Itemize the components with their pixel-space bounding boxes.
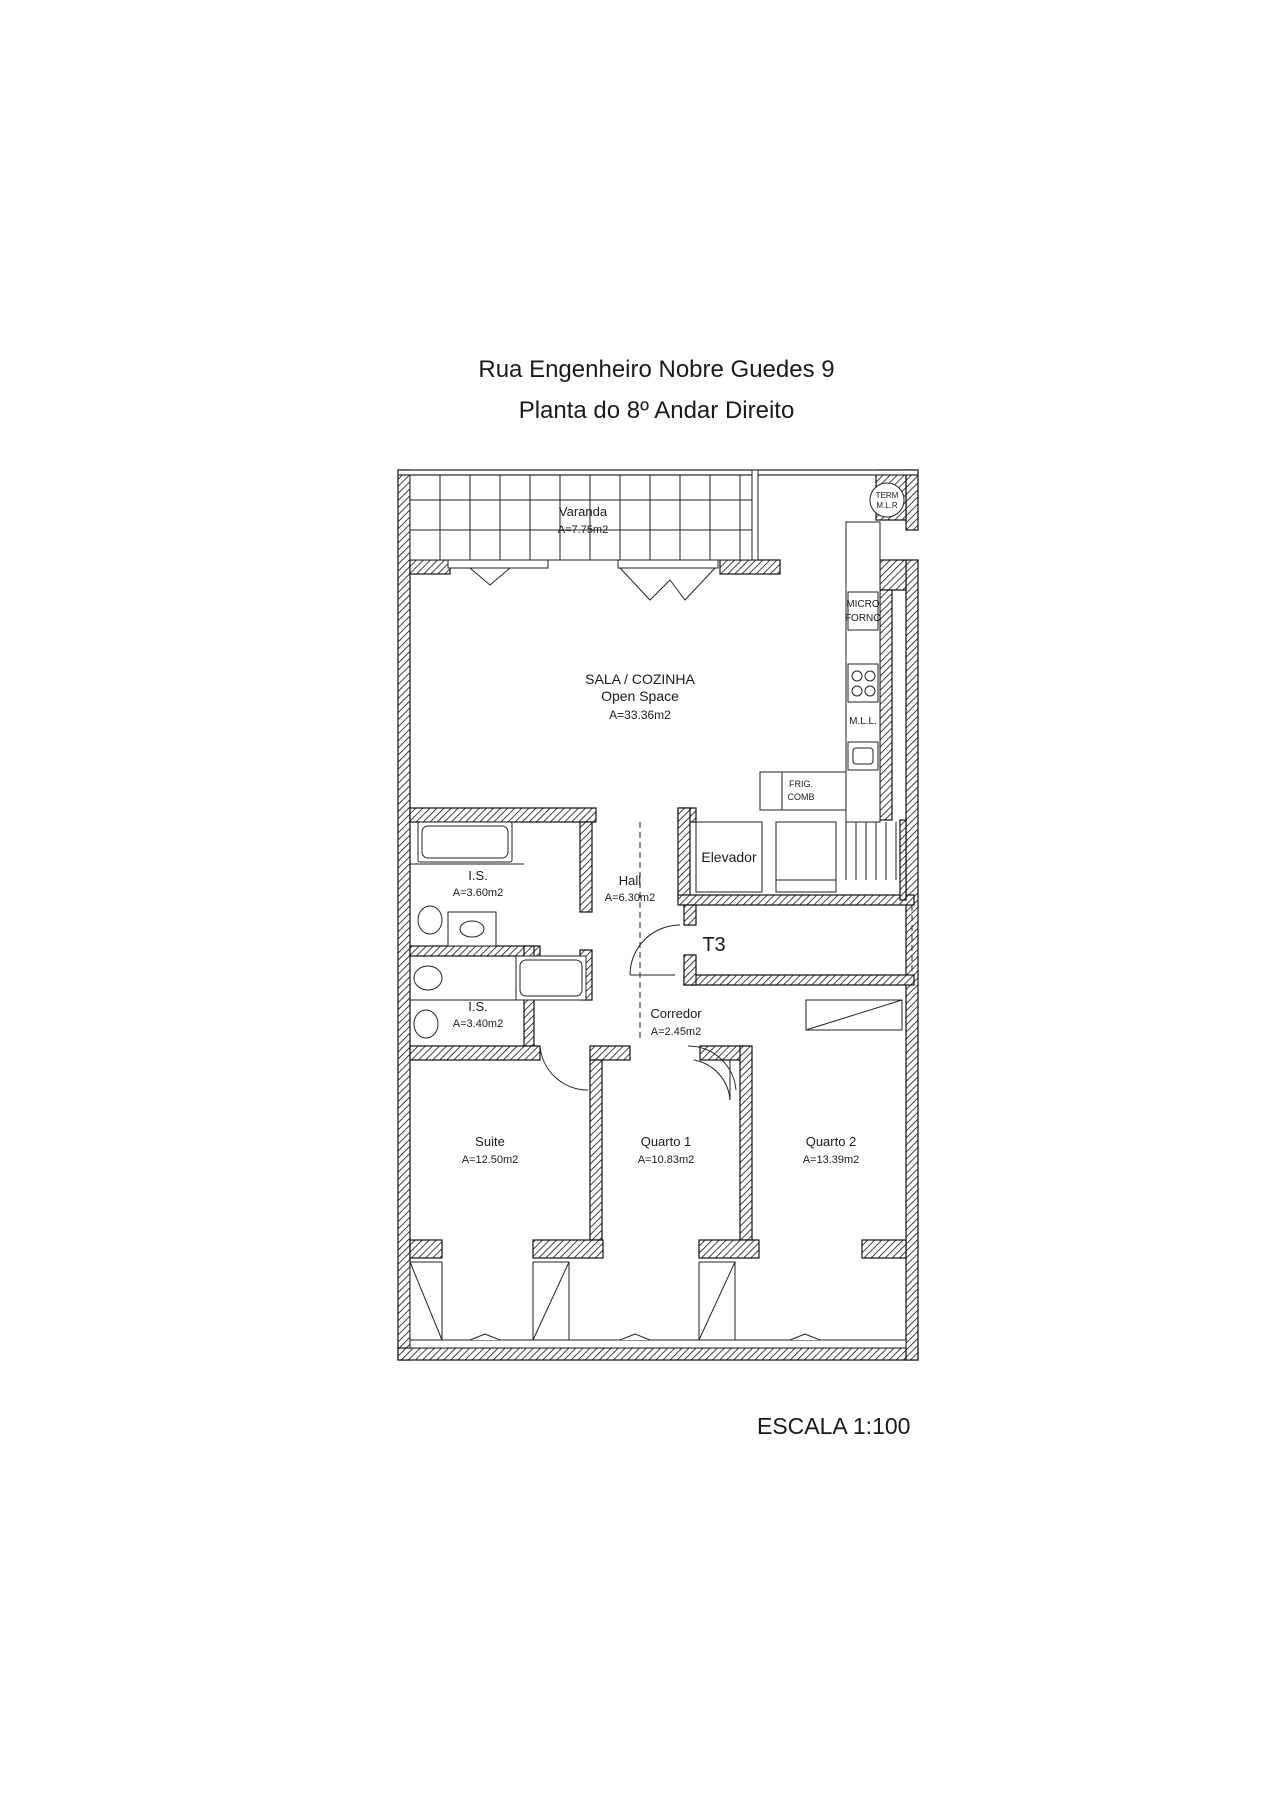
core	[539, 821, 913, 1101]
is2-name: I.S.	[468, 999, 488, 1014]
hall-area: A=6.30m2	[605, 892, 655, 904]
address-title: Rua Engenheiro Nobre Guedes 9	[478, 356, 835, 383]
hall-name: Hall	[619, 873, 642, 888]
sala-subtitle: Open Space	[601, 688, 679, 704]
sala-name: SALA / COZINHA	[585, 671, 695, 687]
varanda-name: Varanda	[559, 504, 608, 519]
quarto1-area: A=10.83m2	[638, 1154, 695, 1166]
micro-label-line2: FORNO	[845, 613, 881, 624]
term-label-line1: TERM	[876, 491, 899, 500]
varanda	[397, 469, 919, 601]
kitchen-counter	[759, 482, 905, 823]
suite-name: Suite	[475, 1134, 505, 1149]
scale-label: ESCALA 1:100	[757, 1413, 911, 1439]
quarto2-name: Quarto 2	[806, 1134, 857, 1149]
sala-area: A=33.36m2	[609, 708, 671, 722]
is1-area: A=3.60m2	[453, 887, 503, 899]
plan-title: Planta do 8º Andar Direito	[518, 397, 795, 424]
elevador-name: Elevador	[701, 849, 757, 865]
corredor-name: Corredor	[650, 1006, 702, 1021]
walls	[397, 469, 919, 1361]
quarto2-area: A=13.39m2	[803, 1154, 860, 1166]
varanda-area: A=7.75m2	[558, 524, 608, 536]
quarto1-name: Quarto 1	[641, 1134, 692, 1149]
frig-label-line1: FRIG.	[789, 779, 813, 789]
is1-name: I.S.	[468, 868, 488, 883]
unit-label: T3	[702, 934, 725, 956]
term-label-line2: M.L.R	[876, 501, 898, 510]
bathrooms	[410, 821, 587, 1039]
micro-label-line1: MICRO	[846, 599, 880, 610]
mll-label: M.L.L.	[849, 716, 877, 727]
is2-area: A=3.40m2	[453, 1018, 503, 1030]
windows	[409, 1261, 907, 1349]
corredor-area: A=2.45m2	[651, 1026, 701, 1038]
suite-area: A=12.50m2	[462, 1154, 519, 1166]
frig-label-line2: COMB	[788, 792, 815, 802]
